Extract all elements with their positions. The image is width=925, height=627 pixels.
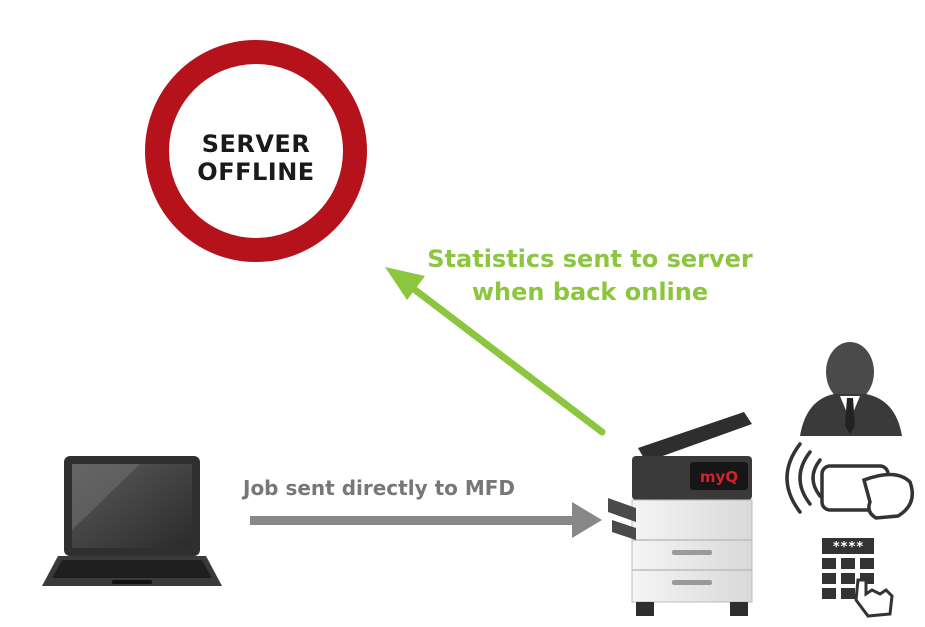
pin-keypad-icon: ****: [822, 538, 894, 618]
server-status-label: SERVER OFFLINE: [145, 130, 367, 186]
server-label-line2: OFFLINE: [197, 158, 315, 186]
user-silhouette-icon: [800, 342, 902, 436]
server-label-line1: SERVER: [201, 130, 311, 158]
statistics-line1: Statistics sent to server: [427, 245, 753, 273]
job-caption: Job sent directly to MFD: [243, 476, 515, 500]
mfd-brand-label: myQ: [700, 468, 738, 486]
statistics-line2: when back online: [471, 278, 709, 306]
job-arrow: [250, 502, 602, 538]
statistics-caption: Statistics sent to server when back onli…: [410, 243, 770, 309]
pin-display: ****: [832, 540, 863, 555]
mfd-printer-icon: myQ: [608, 412, 753, 616]
statistics-arrow: [385, 267, 606, 436]
card-reader-icon: [785, 442, 914, 520]
laptop-icon: [42, 456, 222, 586]
